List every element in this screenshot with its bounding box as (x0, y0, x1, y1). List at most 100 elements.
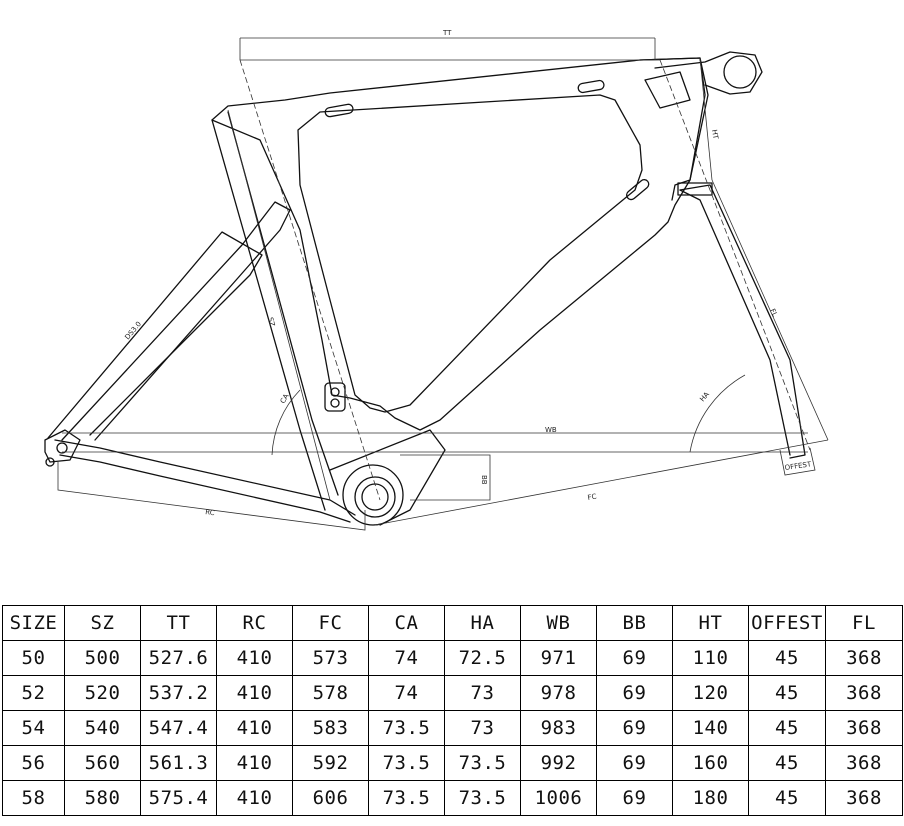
frame-geometry-diagram: TT HT FL SZ RC FC WB BB CA HA OFFEST DS3… (44, 29, 829, 531)
seat-stay-outer (47, 231, 263, 439)
cell-fl: 368 (825, 640, 903, 676)
seat-tube-inner (227, 111, 339, 496)
cell-offest: 45 (748, 640, 826, 676)
cell-ht: 120 (672, 675, 749, 711)
cell-rc: 410 (216, 640, 293, 676)
steer-axis (659, 59, 811, 451)
cell-ht: 140 (672, 710, 749, 746)
cell-size: 52 (2, 675, 65, 711)
label-ht: HT (710, 129, 720, 140)
label-offest: OFFEST (784, 460, 812, 472)
cell-sz: 560 (64, 745, 141, 781)
cell-bb: 69 (596, 675, 673, 711)
tt-dim-line (239, 37, 660, 61)
cell-bb: 69 (596, 780, 673, 816)
cable-port-top (324, 103, 354, 118)
head-tube-cap (677, 182, 713, 196)
sz-dim-line (227, 109, 331, 501)
label-sz: SZ (266, 316, 276, 327)
geometry-table: SIZE SZ TT RC FC CA HA WB BB HT OFFEST F… (2, 605, 903, 816)
cell-tt: 575.4 (140, 780, 217, 816)
fc-dim-line (374, 439, 829, 526)
cell-ht: 180 (672, 780, 749, 816)
rc-dim-line (57, 462, 366, 531)
header-bb: BB (596, 605, 673, 641)
cell-ha: 73 (444, 710, 521, 746)
bottle-cage-mount (324, 382, 346, 412)
label-tt: TT (442, 29, 452, 37)
cell-fc: 592 (292, 745, 369, 781)
cell-ca: 74 (368, 640, 445, 676)
cell-fc: 578 (292, 675, 369, 711)
label-ha: HA (698, 390, 711, 403)
header-rc: RC (216, 605, 293, 641)
cell-ca: 74 (368, 675, 445, 711)
cell-wb: 992 (520, 745, 597, 781)
ht-dim-line (699, 57, 713, 181)
cell-ht: 110 (672, 640, 749, 676)
cell-size: 56 (2, 745, 65, 781)
cell-ha: 73.5 (444, 745, 521, 781)
seat-axis (239, 59, 381, 501)
cable-port-down (626, 179, 650, 201)
cell-sz: 520 (64, 675, 141, 711)
cell-wb: 971 (520, 640, 597, 676)
cell-bb: 69 (596, 745, 673, 781)
bb-dim-line (400, 454, 491, 501)
cell-fl: 368 (825, 675, 903, 711)
cell-size: 58 (2, 780, 65, 816)
header-fl: FL (825, 605, 903, 641)
header-size: SIZE (2, 605, 65, 641)
cell-rc: 410 (216, 780, 293, 816)
chain-stay (54, 439, 356, 516)
cell-rc: 410 (216, 710, 293, 746)
ca-arc (271, 389, 301, 456)
cell-ca: 73.5 (368, 745, 445, 781)
cell-tt: 527.6 (140, 640, 217, 676)
ha-arc (689, 374, 746, 453)
cell-wb: 978 (520, 675, 597, 711)
stem (654, 51, 763, 95)
cell-offest: 45 (748, 745, 826, 781)
cell-ca: 73.5 (368, 780, 445, 816)
cell-rc: 410 (216, 745, 293, 781)
cell-fl: 368 (825, 780, 903, 816)
handlebar-clamp (723, 55, 757, 89)
rear-dropout (44, 429, 81, 463)
cell-bb: 69 (596, 640, 673, 676)
header-ca: CA (368, 605, 445, 641)
fl-dim-line (711, 179, 829, 441)
cell-ht: 160 (672, 745, 749, 781)
cell-fc: 583 (292, 710, 369, 746)
cell-sz: 580 (64, 780, 141, 816)
header-fc: FC (292, 605, 369, 641)
cell-sz: 540 (64, 710, 141, 746)
fork-blade (679, 184, 806, 459)
table-header-row: SIZE SZ TT RC FC CA HA WB BB HT OFFEST F… (2, 605, 903, 641)
cell-rc: 410 (216, 675, 293, 711)
cell-offest: 45 (748, 710, 826, 746)
frame-drawing: TT HT FL SZ RC FC WB BB CA HA OFFEST DS3… (44, 29, 829, 531)
label-ca: CA (279, 392, 291, 405)
chain-stay-lower (59, 454, 351, 523)
cell-ha: 72.5 (444, 640, 521, 676)
cell-tt: 561.3 (140, 745, 217, 781)
seat-stay-inner (61, 201, 291, 441)
cell-wb: 983 (520, 710, 597, 746)
cell-ha: 73.5 (444, 780, 521, 816)
top-tube-outline (211, 57, 706, 431)
header-wb: WB (520, 605, 597, 641)
seat-tube (211, 119, 326, 511)
cell-wb: 1006 (520, 780, 597, 816)
main-triangle-window (297, 94, 643, 413)
cell-offest: 45 (748, 675, 826, 711)
bottom-bracket-inner (354, 476, 396, 518)
rear-axle (56, 442, 68, 454)
cell-tt: 537.2 (140, 675, 217, 711)
cell-size: 54 (2, 710, 65, 746)
